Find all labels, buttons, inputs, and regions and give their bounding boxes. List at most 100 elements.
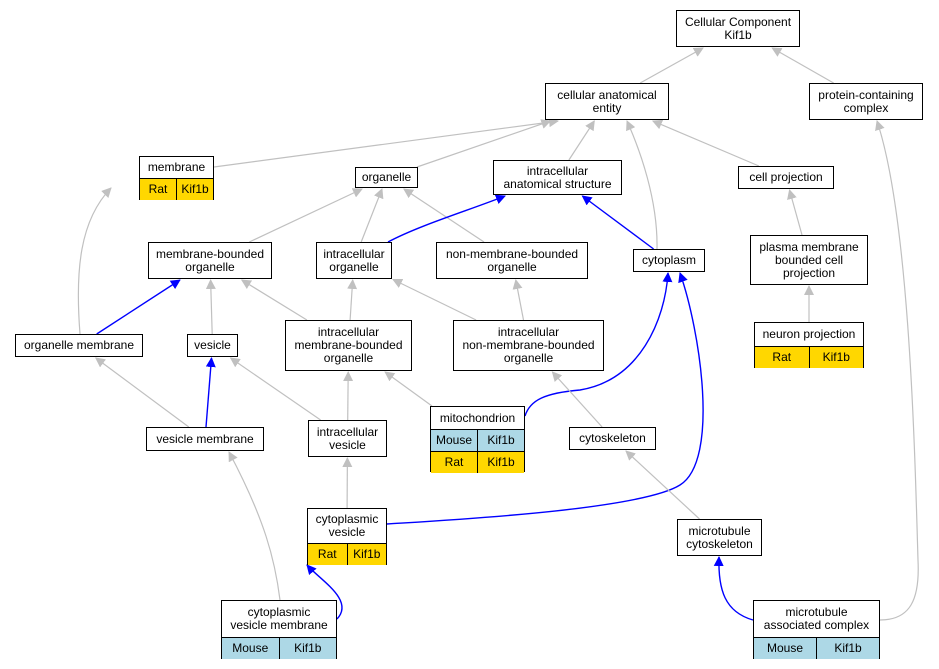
edge-is-a-membrane-to-cellular-anatomical-entity: [213, 117, 559, 168]
node-label: neuron projection: [762, 327, 856, 341]
node-protein-containing-complex[interactable]: protein-containing complex: [809, 83, 923, 120]
node-label: cytoplasmic vesicle: [315, 512, 379, 539]
node-cell-projection[interactable]: cell projection: [738, 166, 834, 189]
node-label: membrane-bounded organelle: [155, 246, 265, 274]
node-label: cellular anatomical entity: [557, 87, 657, 115]
edge-is-a-cytoplasm-to-cellular-anatomical-entity: [626, 120, 658, 250]
node-microtubule-cytoskeleton[interactable]: microtubule cytoskeleton: [677, 519, 762, 556]
node-label: intracellular organelle: [323, 246, 385, 274]
edge-part-of-intracellular-organelle-to-intracellular-anatomical-structure: [387, 194, 506, 243]
edge-is-a-non-membrane-bounded-organelle-to-organelle: [403, 188, 485, 243]
node-intracellular-non-membrane-bounded-organelle[interactable]: intracellular non-membrane-bounded organ…: [453, 320, 604, 371]
node-label: plasma membrane bounded cell projection: [759, 239, 859, 280]
edge-is-a-intracellular-vesicle-to-vesicle: [229, 357, 321, 421]
edge-part-of-cytoplasmic-vesicle-to-cytoplasm: [386, 272, 704, 525]
annotation-species: Rat: [431, 452, 477, 473]
edge-is-a-cytoplasmic-vesicle-membrane-to-vesicle-membrane: [228, 451, 281, 601]
node-label: intracellular membrane-bounded organelle: [294, 325, 403, 365]
node-label: protein-containing complex: [818, 87, 914, 115]
edge-is-a-organelle-membrane-to-membrane: [77, 187, 112, 335]
node-label: microtubule associated complex: [763, 605, 870, 632]
node-organelle[interactable]: organelle: [355, 167, 418, 188]
edge-part-of-organelle-membrane-to-membrane-bounded-organelle: [96, 279, 181, 335]
edge-is-a-intracellular-non-membrane-bounded-organelle-to-intracellular-organelle: [392, 278, 477, 321]
edge-is-a-vesicle-membrane-to-organelle-membrane: [94, 357, 190, 428]
node-non-membrane-bounded-organelle[interactable]: non-membrane-bounded organelle: [436, 242, 588, 279]
edge-is-a-intracellular-membrane-bounded-organelle-to-intracellular-organelle: [347, 279, 358, 321]
edge-is-a-plasma-membrane-bounded-cell-projection-to-cell-projection: [787, 189, 803, 236]
edge-is-a-cellular-anatomical-entity-to-cellular-component: [639, 47, 704, 84]
edge-part-of-microtubule-associated-complex-to-microtubule-cytoskeleton: [713, 556, 754, 621]
annotation-gene: Kif1b: [477, 452, 524, 473]
node-organelle-membrane[interactable]: organelle membrane: [15, 334, 143, 357]
node-label: Cellular Component Kif1b: [684, 14, 792, 42]
edge-is-a-intracellular-membrane-bounded-organelle-to-membrane-bounded-organelle: [240, 279, 308, 321]
annotation-gene: Kif1b: [278, 638, 336, 659]
edge-is-a-intracellular-vesicle-to-intracellular-membrane-bounded-organelle: [343, 371, 354, 421]
edge-is-a-organelle-to-cellular-anatomical-entity: [416, 119, 552, 168]
node-label: vesicle: [194, 338, 231, 352]
node-label: intracellular vesicle: [316, 424, 379, 452]
edge-is-a-microtubule-associated-complex-to-protein-containing-complex: [875, 120, 919, 621]
node-label: microtubule cytoskeleton: [686, 523, 753, 551]
node-label: cytoplasmic vesicle membrane: [230, 605, 328, 632]
edge-is-a-intracellular-non-membrane-bounded-organelle-to-non-membrane-bounded-organelle: [512, 279, 525, 321]
node-label: cytoskeleton: [579, 431, 646, 445]
edge-is-a-cell-projection-to-cellular-anatomical-entity: [651, 119, 760, 167]
annotation-species: Mouse: [431, 430, 477, 451]
edge-part-of-cytoplasm-to-intracellular-anatomical-structure: [581, 195, 655, 250]
node-vesicle[interactable]: vesicle: [187, 334, 238, 357]
node-label: organelle: [361, 170, 412, 184]
node-cellular-component[interactable]: Cellular Component Kif1b: [676, 10, 800, 47]
edge-is-a-membrane-bounded-organelle-to-organelle: [249, 188, 363, 243]
node-cytoskeleton[interactable]: cytoskeleton: [569, 427, 656, 450]
node-intracellular-membrane-bounded-organelle[interactable]: intracellular membrane-bounded organelle: [285, 320, 412, 371]
node-label: vesicle membrane: [156, 431, 254, 446]
annotation-species: Rat: [308, 544, 347, 565]
edge-part-of-cytoplasmic-vesicle-membrane-to-cytoplasmic-vesicle: [306, 564, 343, 620]
edge-is-a-mitochondrion-to-intracellular-membrane-bounded-organelle: [384, 371, 433, 407]
node-intracellular-vesicle[interactable]: intracellular vesicle: [308, 420, 387, 457]
edge-part-of-mitochondrion-to-cytoplasm: [524, 272, 673, 417]
annotation-species: Rat: [140, 179, 176, 200]
node-label: cell projection: [749, 170, 823, 184]
annotation-species: Mouse: [222, 638, 279, 659]
node-label: organelle membrane: [23, 338, 135, 352]
node-plasma-membrane-bounded-cell-projection[interactable]: plasma membrane bounded cell projection: [750, 235, 868, 285]
annotation-species: Rat: [755, 347, 809, 368]
annotation-gene: Kif1b: [346, 544, 386, 565]
edge-is-a-vesicle-to-membrane-bounded-organelle: [205, 279, 216, 335]
edge-is-a-intracellular-organelle-to-organelle: [360, 188, 384, 243]
node-intracellular-organelle[interactable]: intracellular organelle: [316, 242, 392, 279]
edge-part-of-vesicle-membrane-to-vesicle: [205, 357, 216, 428]
edge-is-a-intracellular-anatomical-structure-to-cellular-anatomical-entity: [568, 120, 595, 161]
node-label: mitochondrion: [439, 410, 516, 425]
edge-is-a-microtubule-cytoskeleton-to-cytoskeleton: [625, 450, 700, 520]
edge-is-a-cytoskeleton-to-intracellular-non-membrane-bounded-organelle: [551, 371, 603, 428]
annotation-gene: Kif1b: [816, 638, 879, 659]
node-cytoplasm[interactable]: cytoplasm: [633, 249, 705, 272]
annotation-gene: Kif1b: [477, 430, 524, 451]
edge-is-a-protein-containing-complex-to-cellular-component: [771, 47, 834, 84]
annotation-species: Mouse: [754, 638, 816, 659]
node-label: intracellular anatomical structure: [503, 163, 612, 191]
annotation-gene: Kif1b: [176, 179, 213, 200]
node-cellular-anatomical-entity[interactable]: cellular anatomical entity: [545, 83, 669, 120]
node-vesicle-membrane[interactable]: vesicle membrane: [146, 427, 264, 451]
node-intracellular-anatomical-structure[interactable]: intracellular anatomical structure: [493, 160, 622, 195]
node-membrane-bounded-organelle[interactable]: membrane-bounded organelle: [148, 242, 272, 279]
node-label: cytoplasm: [641, 253, 697, 267]
